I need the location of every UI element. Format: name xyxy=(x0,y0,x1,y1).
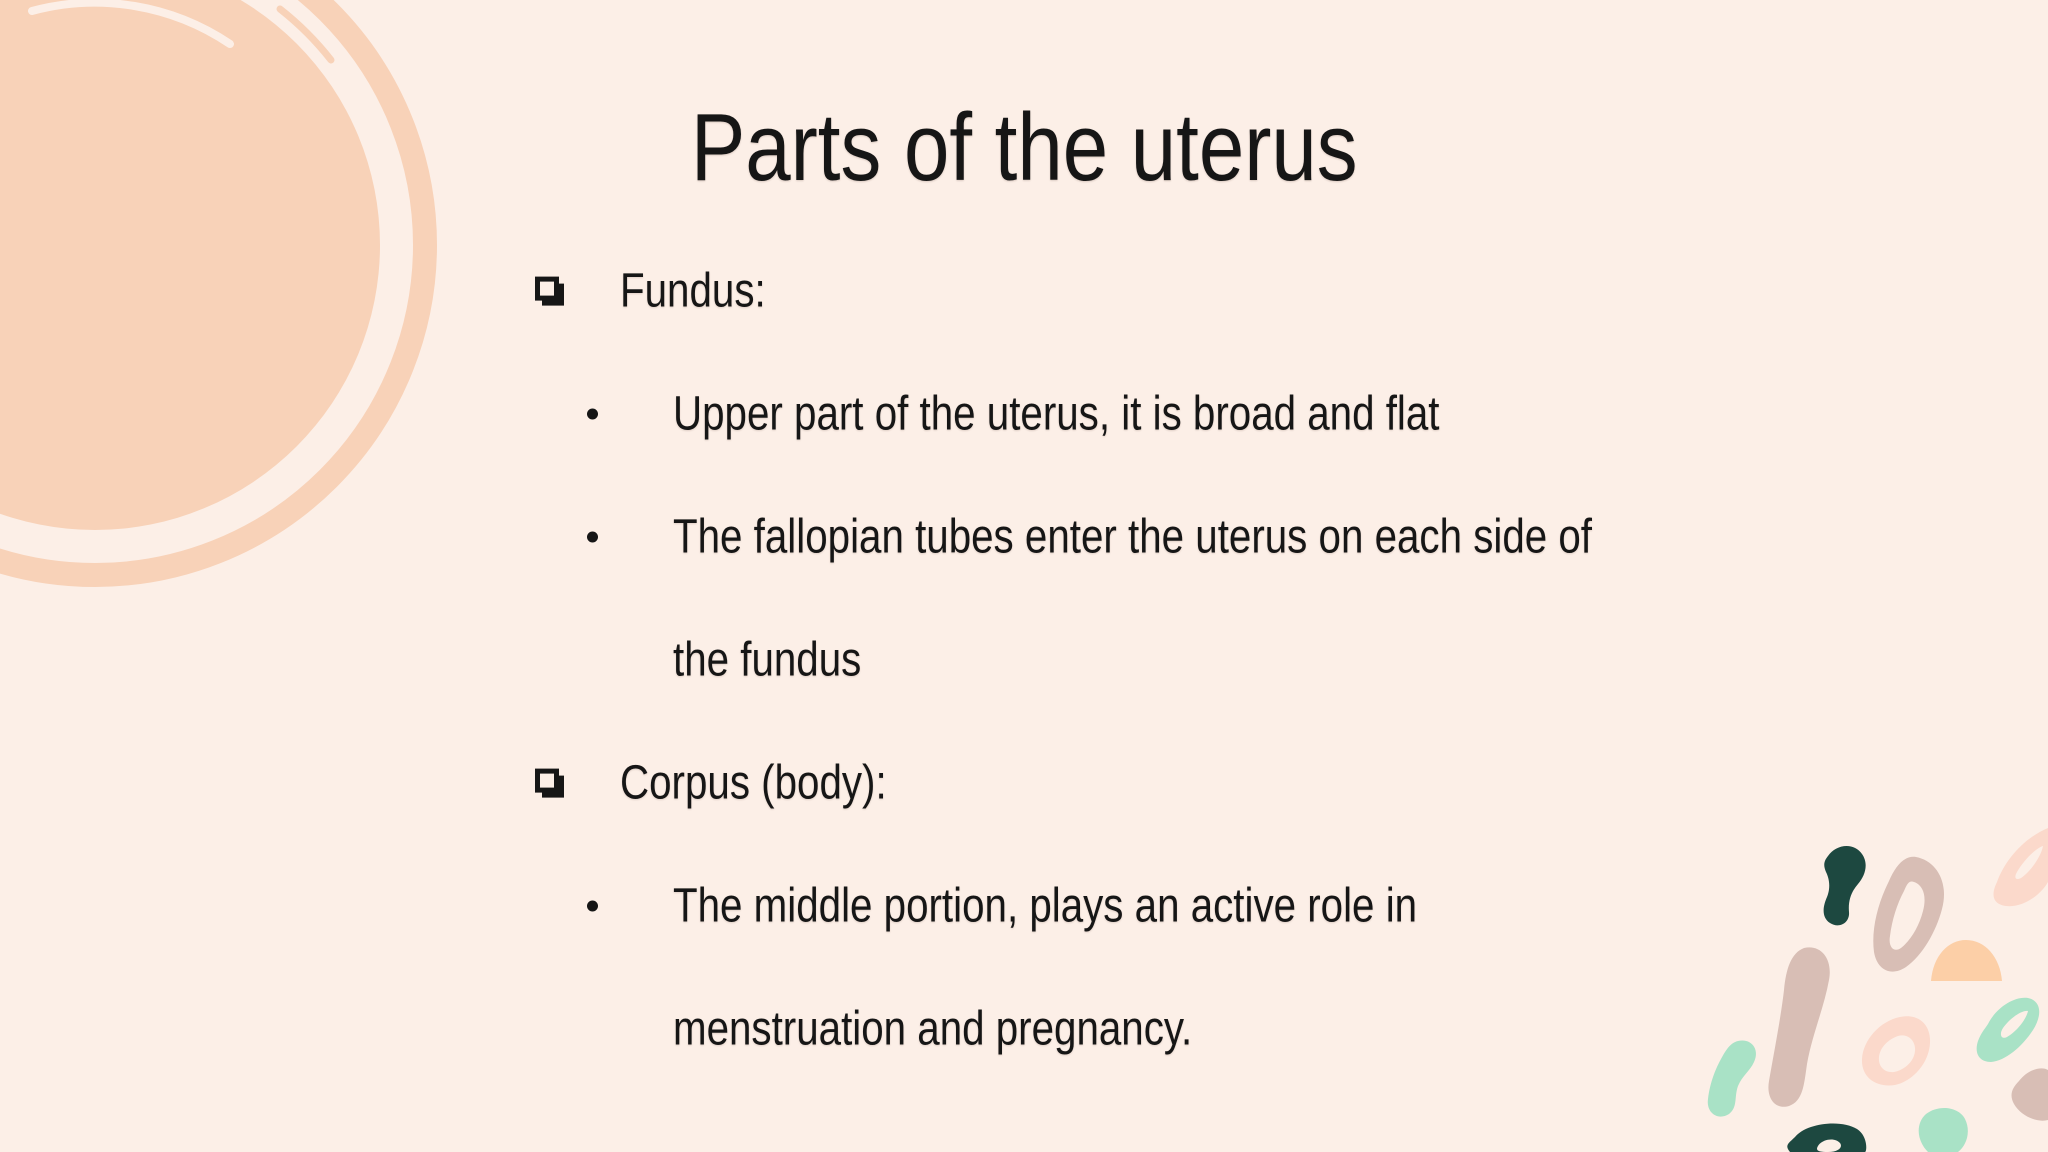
list-item-text: the fundus xyxy=(673,633,862,686)
confetti-blob-dark-green-icon xyxy=(1787,1123,1867,1152)
dot-bullet-icon xyxy=(587,408,598,419)
confetti-blob-notch xyxy=(1817,1139,1841,1152)
list-item: The fallopian tubes enter the uterus on … xyxy=(0,475,2048,598)
checkbox-bullet-icon xyxy=(535,768,559,793)
confetti-hook-mint-icon xyxy=(1707,1040,1757,1117)
bullet-list: Fundus: Upper part of the uterus, it is b… xyxy=(0,229,2048,1090)
list-item-text: The fallopian tubes enter the uterus on … xyxy=(673,510,1593,563)
confetti-blob-mint-icon xyxy=(1918,1107,1968,1152)
list-item: Corpus (body): xyxy=(0,721,2048,844)
confetti-dome-peach-icon xyxy=(1931,940,2002,981)
list-item: the fundus xyxy=(0,598,2048,721)
confetti-comma-mauve-icon xyxy=(1768,947,1830,1107)
list-item-text: Fundus: xyxy=(620,264,766,317)
confetti-teardrop-mint-icon xyxy=(1976,997,2040,1062)
list-item-text: The middle portion, plays an active role… xyxy=(673,879,1418,932)
list-item: menstruation and pregnancy. xyxy=(0,967,2048,1090)
confetti-comma-dark-green-icon xyxy=(1823,845,1866,926)
checkbox-bullet-icon xyxy=(535,276,559,301)
confetti-ring-pink-icon xyxy=(1861,1016,1931,1086)
list-item-text: menstruation and pregnancy. xyxy=(673,1002,1193,1055)
slide-title-text: Parts of the uterus xyxy=(690,94,1358,201)
dot-bullet-icon xyxy=(587,900,598,911)
confetti-blob-mauve-icon xyxy=(2011,1068,2048,1121)
page-title: Parts of the uterus xyxy=(0,100,2048,196)
list-item-text: Upper part of the uterus, it is broad an… xyxy=(673,387,1440,440)
confetti-teardrop-mauve-icon xyxy=(1873,856,1945,972)
list-item-text: Corpus (body): xyxy=(620,756,887,809)
confetti-decoration xyxy=(1707,828,2048,1152)
brush-circle-decoration xyxy=(0,0,437,587)
confetti-leaf-pink-icon xyxy=(1993,828,2048,907)
list-item: The middle portion, plays an active role… xyxy=(0,844,2048,967)
list-item: Upper part of the uterus, it is broad an… xyxy=(0,352,2048,475)
dot-bullet-icon xyxy=(587,531,598,542)
list-item: Fundus: xyxy=(0,229,2048,352)
